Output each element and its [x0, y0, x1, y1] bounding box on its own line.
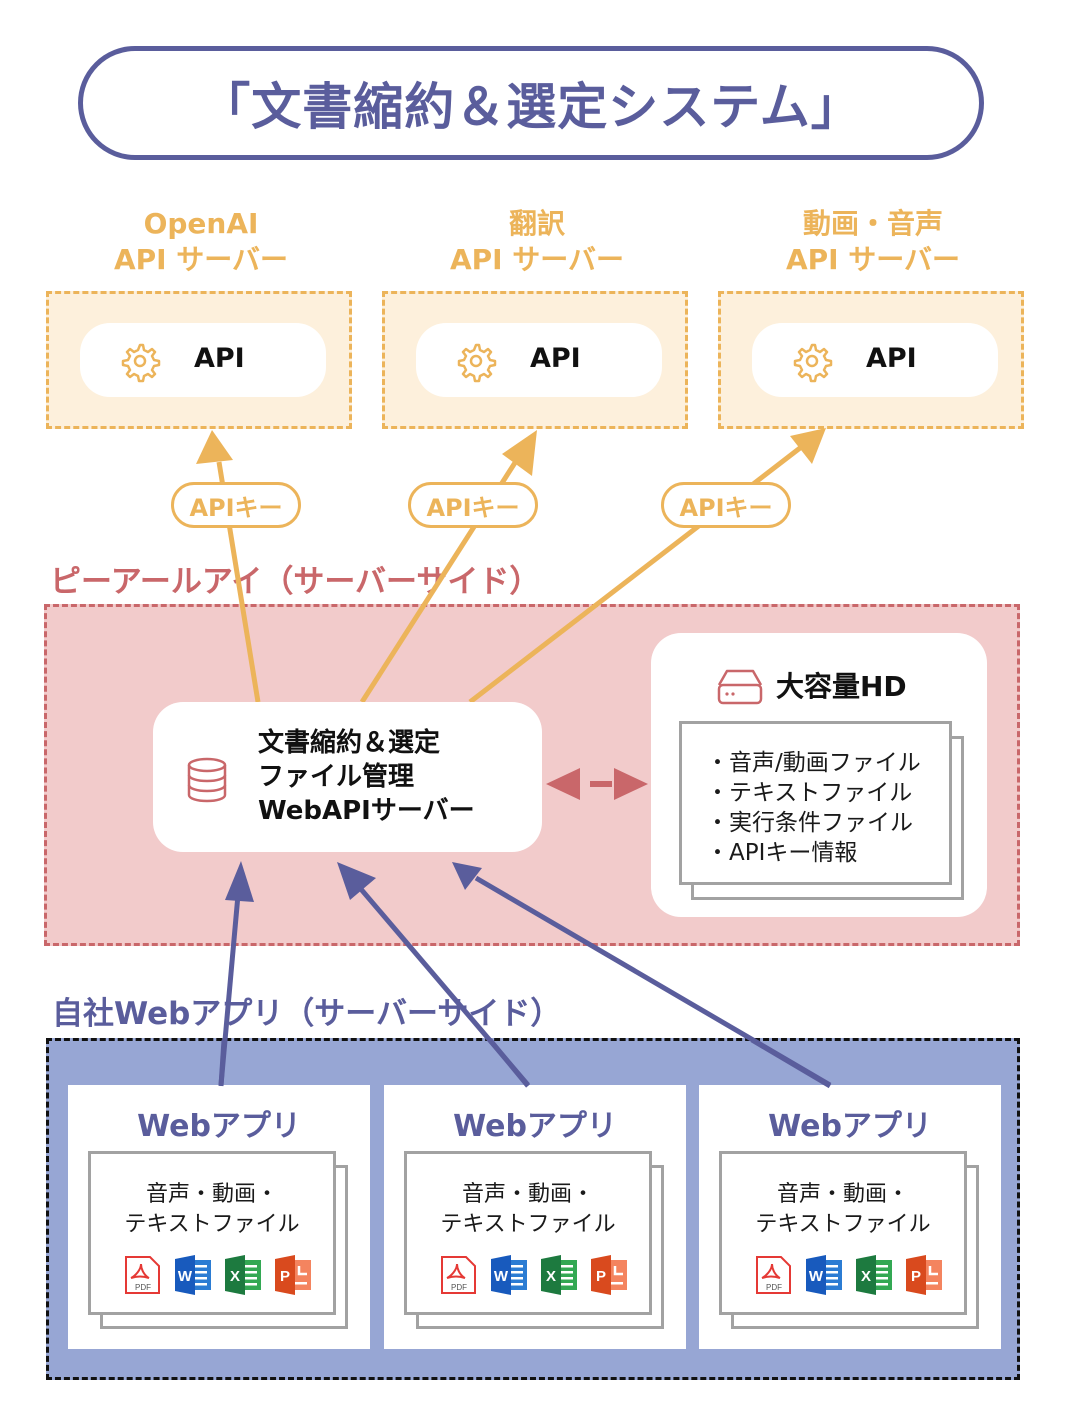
pdf-icon: PDF: [441, 1256, 476, 1294]
file-type-icons: PDF W X P: [754, 1254, 944, 1296]
files-label-line: テキストファイル: [755, 1212, 931, 1237]
svg-text:W: W: [178, 1268, 193, 1285]
files-label-line: 音声・動画・: [776, 1182, 909, 1207]
web-app-files-label: 音声・動画・ テキストファイル: [91, 1180, 333, 1240]
storage-item: ・音声/動画ファイル: [706, 750, 921, 776]
powerpoint-icon: P: [591, 1255, 627, 1295]
api-server-type: API サーバー: [785, 243, 961, 276]
web-app-files-label: 音声・動画・ テキストファイル: [407, 1180, 649, 1240]
files-label-line: 音声・動画・: [145, 1182, 278, 1207]
api-server-label-openai: OpenAI API サーバー: [46, 206, 356, 278]
page-title: 「文書縮約＆選定システム」: [200, 78, 862, 136]
document-sheet: 音声・動画・ テキストファイル PDF W X: [88, 1151, 336, 1315]
document-sheet: ・音声/動画ファイル ・テキストファイル ・実行条件ファイル ・APIキー情報: [679, 721, 952, 885]
api-server-name: 動画・音声: [802, 207, 943, 240]
excel-icon: X: [541, 1255, 577, 1295]
file-type-icons: PDF W X P: [123, 1254, 313, 1296]
api-server-type: API サーバー: [113, 243, 289, 276]
svg-text:P: P: [911, 1268, 921, 1285]
web-app-files-label: 音声・動画・ テキストファイル: [722, 1180, 964, 1240]
api-label: API: [530, 343, 581, 374]
web-section-label: 自社Webアプリ（サーバーサイド）: [52, 996, 562, 1032]
pri-section-label: ピーアールアイ（サーバーサイド）: [50, 564, 541, 600]
api-server-name: OpenAI: [143, 207, 259, 240]
api-key-badge: APIキー: [171, 482, 301, 528]
files-label-line: 音声・動画・: [461, 1182, 594, 1207]
file-type-icons: PDF W X P: [439, 1254, 629, 1296]
storage-card[interactable]: 大容量HD ・音声/動画ファイル ・テキストファイル ・実行条件ファイル ・AP…: [651, 633, 987, 917]
pdf-icon: PDF: [125, 1256, 160, 1294]
excel-icon: X: [856, 1255, 892, 1295]
api-endpoint[interactable]: API: [80, 323, 326, 397]
pdf-icon: PDF: [756, 1256, 791, 1294]
api-endpoint[interactable]: API: [752, 323, 998, 397]
server-title-line: WebAPIサーバー: [258, 796, 475, 826]
api-key-badge: APIキー: [408, 482, 538, 528]
api-server-openai: API: [46, 291, 352, 429]
excel-icon: X: [225, 1255, 261, 1295]
svg-text:X: X: [546, 1268, 556, 1285]
web-app-title: Webアプリ: [453, 1109, 617, 1144]
svg-text:P: P: [596, 1268, 606, 1285]
web-app-card[interactable]: Webアプリ 音声・動画・ テキストファイル PDF W X: [384, 1085, 686, 1349]
api-label: API: [866, 343, 917, 374]
svg-text:W: W: [494, 1268, 509, 1285]
document-sheet: 音声・動画・ テキストファイル PDF W X: [404, 1151, 652, 1315]
gear-icon: [793, 343, 833, 383]
web-app-card[interactable]: Webアプリ 音声・動画・ テキストファイル PDF W X: [699, 1085, 1001, 1349]
word-icon: W: [175, 1255, 211, 1295]
word-icon: W: [806, 1255, 842, 1295]
api-server-media: API: [718, 291, 1024, 429]
webapi-server-card[interactable]: 文書縮約＆選定 ファイル管理 WebAPIサーバー: [153, 702, 542, 852]
api-server-label-translation: 翻訳 API サーバー: [382, 206, 692, 278]
powerpoint-icon: P: [906, 1255, 942, 1295]
server-title-line: 文書縮約＆選定: [258, 728, 441, 758]
powerpoint-icon: P: [275, 1255, 311, 1295]
svg-text:X: X: [230, 1268, 240, 1285]
server-title-line: ファイル管理: [258, 762, 415, 792]
svg-text:W: W: [809, 1268, 824, 1285]
word-icon: W: [491, 1255, 527, 1295]
api-server-label-media: 動画・音声 API サーバー: [718, 206, 1028, 278]
api-key-badge: APIキー: [661, 482, 791, 528]
storage-item: ・テキストファイル: [706, 780, 913, 806]
svg-text:X: X: [861, 1268, 871, 1285]
api-server-type: API サーバー: [449, 243, 625, 276]
api-endpoint[interactable]: API: [416, 323, 662, 397]
svg-text:P: P: [280, 1268, 290, 1285]
storage-item: ・実行条件ファイル: [706, 810, 913, 836]
api-server-name: 翻訳: [508, 207, 565, 240]
api-label: API: [194, 343, 245, 374]
document-sheet: 音声・動画・ テキストファイル PDF W X: [719, 1151, 967, 1315]
storage-items: ・音声/動画ファイル ・テキストファイル ・実行条件ファイル ・APIキー情報: [706, 748, 921, 868]
database-icon: [187, 757, 227, 803]
svg-text:PDF: PDF: [451, 1283, 467, 1292]
svg-text:PDF: PDF: [766, 1283, 782, 1292]
hard-drive-icon: [717, 669, 763, 705]
gear-icon: [457, 343, 497, 383]
server-title: 文書縮約＆選定 ファイル管理 WebAPIサーバー: [258, 726, 475, 828]
web-app-card[interactable]: Webアプリ 音声・動画・ テキストファイル PDF W X: [68, 1085, 370, 1349]
storage-item: ・APIキー情報: [706, 840, 858, 866]
title-banner: 「文書縮約＆選定システム」: [78, 46, 984, 160]
api-server-translation: API: [382, 291, 688, 429]
web-app-title: Webアプリ: [137, 1109, 301, 1144]
files-label-line: テキストファイル: [440, 1212, 616, 1237]
svg-text:PDF: PDF: [135, 1283, 151, 1292]
storage-title: 大容量HD: [776, 670, 907, 703]
web-app-title: Webアプリ: [768, 1109, 932, 1144]
files-label-line: テキストファイル: [124, 1212, 300, 1237]
gear-icon: [121, 343, 161, 383]
